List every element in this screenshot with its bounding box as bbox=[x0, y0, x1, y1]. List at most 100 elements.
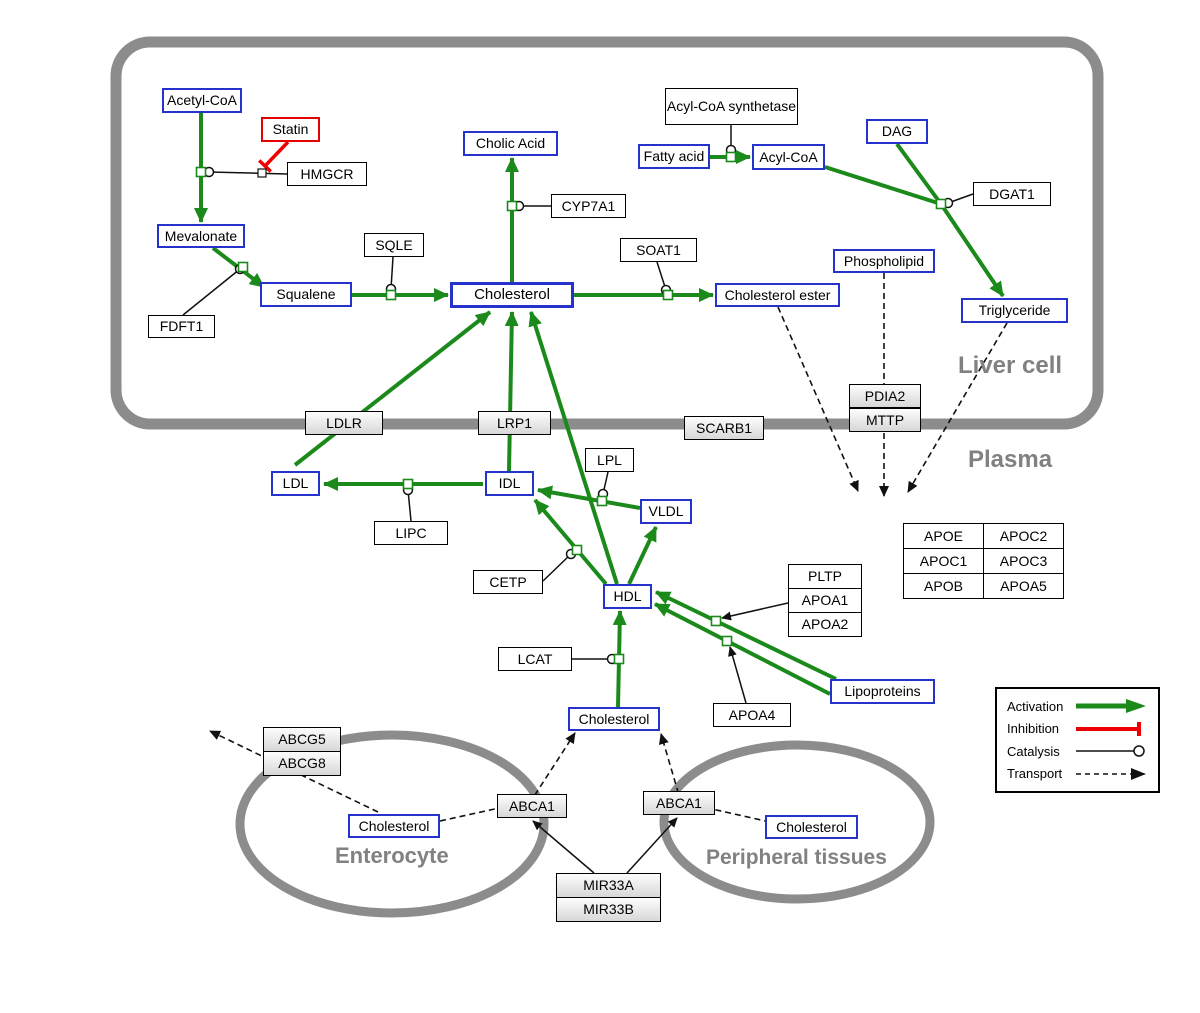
node-acyl-coa2[interactable]: Acyl-CoA bbox=[752, 144, 825, 170]
node-apoa5[interactable]: APOA5 bbox=[983, 573, 1064, 599]
node-cholesterol-plasma[interactable]: Cholesterol bbox=[568, 707, 660, 731]
edge-transport-21 bbox=[907, 322, 1008, 493]
legend-item-label: Catalysis bbox=[1007, 743, 1060, 759]
edge-activation-8 bbox=[504, 311, 519, 472]
node-abca1-peripheral[interactable]: ABCA1 bbox=[643, 791, 715, 815]
node-fatty-acid[interactable]: Fatty acid bbox=[638, 144, 710, 169]
reaction-node-square bbox=[725, 151, 737, 163]
node-triglyceride[interactable]: Triglyceride bbox=[961, 298, 1068, 323]
node-apoc1[interactable]: APOC1 bbox=[903, 548, 984, 574]
edge-activation-line-17 bbox=[824, 165, 942, 206]
node-cholic-acid[interactable]: Cholic Acid bbox=[463, 131, 558, 156]
node-hmgcr[interactable]: HMGCR bbox=[287, 162, 367, 186]
node-lpl[interactable]: LPL bbox=[585, 448, 634, 472]
node-lcat[interactable]: LCAT bbox=[498, 647, 572, 671]
liver-cell-outline bbox=[110, 36, 1104, 430]
node-mevalonate[interactable]: Mevalonate bbox=[157, 224, 245, 248]
node-soat1[interactable]: SOAT1 bbox=[620, 238, 697, 262]
node-cholesterol-enterocyte[interactable]: Cholesterol bbox=[348, 814, 440, 838]
edge-transport-19 bbox=[777, 306, 859, 492]
node-mttp[interactable]: MTTP bbox=[849, 408, 921, 432]
node-ldl[interactable]: LDL bbox=[271, 471, 320, 496]
node-lipc[interactable]: LIPC bbox=[374, 521, 448, 545]
edge-activation-11 bbox=[528, 311, 619, 585]
legend-item-inhibition: Inhibition bbox=[1007, 718, 1148, 741]
reaction-node-square bbox=[935, 198, 947, 210]
edge-inhibition-40 bbox=[263, 140, 290, 168]
node-apob[interactable]: APOB bbox=[903, 573, 984, 599]
legend-item-label: Inhibition bbox=[1007, 721, 1060, 737]
legend-item-label: Transport bbox=[1007, 766, 1063, 782]
edge-arrow-28 bbox=[728, 646, 747, 704]
node-cyp7a1[interactable]: CYP7A1 bbox=[551, 194, 626, 218]
legend-item-activation: Activation bbox=[1007, 695, 1148, 718]
node-apoa1[interactable]: APOA1 bbox=[788, 588, 862, 613]
edge-arrow-27 bbox=[721, 602, 789, 621]
node-cholesterol-liver[interactable]: Cholesterol bbox=[450, 282, 574, 308]
node-hdl[interactable]: HDL bbox=[603, 584, 652, 609]
node-ldlr[interactable]: LDLR bbox=[305, 411, 383, 435]
node-pdia2[interactable]: PDIA2 bbox=[849, 384, 921, 408]
node-cholesterol-ester[interactable]: Cholesterol ester bbox=[715, 283, 840, 307]
enterocyte-outline bbox=[235, 730, 549, 918]
edge-arrow-26 bbox=[626, 817, 678, 874]
edge-activation-14 bbox=[655, 590, 837, 681]
node-pltp[interactable]: PLTP bbox=[788, 564, 862, 589]
reaction-node-square bbox=[662, 289, 674, 301]
node-phospholipid[interactable]: Phospholipid bbox=[833, 249, 935, 273]
edge-arrow-25 bbox=[532, 820, 595, 874]
reaction-node-square bbox=[721, 635, 733, 647]
edge-activation-13 bbox=[533, 498, 608, 586]
inhibition-bar-icon bbox=[258, 159, 272, 173]
edge-activation-12 bbox=[627, 526, 658, 585]
node-statin[interactable]: Statin bbox=[261, 117, 320, 142]
reaction-node-square bbox=[571, 544, 583, 556]
node-acetyl-coa[interactable]: Acetyl-CoA bbox=[162, 88, 242, 113]
node-mir33b[interactable]: MIR33B bbox=[556, 897, 661, 922]
legend-item-catalysis: Catalysis bbox=[1007, 740, 1148, 763]
node-dgat1[interactable]: DGAT1 bbox=[973, 182, 1051, 206]
reaction-node-square bbox=[385, 289, 397, 301]
node-cetp[interactable]: CETP bbox=[473, 570, 543, 594]
catalysis-symbol-icon bbox=[1076, 745, 1145, 757]
edge-catalysis-30 bbox=[182, 268, 241, 316]
node-squalene[interactable]: Squalene bbox=[260, 282, 352, 307]
node-acyl-coa-synthetase[interactable]: Acyl-CoA synthetase bbox=[665, 88, 798, 125]
edge-activation-6 bbox=[939, 202, 1005, 298]
reaction-node-square bbox=[613, 653, 625, 665]
node-abcg5[interactable]: ABCG5 bbox=[263, 727, 341, 752]
reaction-node-square bbox=[195, 166, 207, 178]
activation-symbol-icon bbox=[1076, 699, 1146, 714]
node-apoc2[interactable]: APOC2 bbox=[983, 523, 1064, 549]
node-abca1-enterocyte[interactable]: ABCA1 bbox=[497, 794, 567, 818]
legend-item-label: Activation bbox=[1007, 698, 1064, 714]
node-lipoproteins[interactable]: Lipoproteins bbox=[830, 679, 935, 704]
legend-item-transport: Transport bbox=[1007, 763, 1148, 786]
node-apoa4[interactable]: APOA4 bbox=[713, 703, 791, 727]
node-dag[interactable]: DAG bbox=[866, 119, 928, 144]
inhibition-symbol-icon bbox=[1076, 721, 1141, 736]
node-idl[interactable]: IDL bbox=[485, 471, 534, 496]
edge-catalysis-29 bbox=[208, 171, 288, 175]
node-sqle[interactable]: SQLE bbox=[364, 233, 424, 257]
node-apoc3[interactable]: APOC3 bbox=[983, 548, 1064, 574]
node-fdft1[interactable]: FDFT1 bbox=[148, 315, 215, 338]
node-cholesterol-peripheral[interactable]: Cholesterol bbox=[765, 815, 858, 839]
node-scarb1[interactable]: SCARB1 bbox=[684, 416, 764, 440]
node-apoa2[interactable]: APOA2 bbox=[788, 612, 862, 637]
edge-activation-15 bbox=[654, 602, 831, 696]
edge-activation-line-18 bbox=[895, 142, 943, 206]
transport-symbol-icon bbox=[1076, 767, 1146, 780]
node-lrp1[interactable]: LRP1 bbox=[478, 411, 551, 435]
reaction-node-square bbox=[506, 200, 518, 212]
node-apoe[interactable]: APOE bbox=[903, 523, 984, 549]
inhibition-target-square bbox=[257, 168, 267, 178]
peripheral-tissues-outline bbox=[659, 740, 935, 904]
reaction-node-square bbox=[237, 261, 249, 273]
node-abcg8[interactable]: ABCG8 bbox=[263, 751, 341, 776]
node-vldl[interactable]: VLDL bbox=[640, 499, 692, 524]
node-mir33a[interactable]: MIR33A bbox=[556, 873, 661, 898]
